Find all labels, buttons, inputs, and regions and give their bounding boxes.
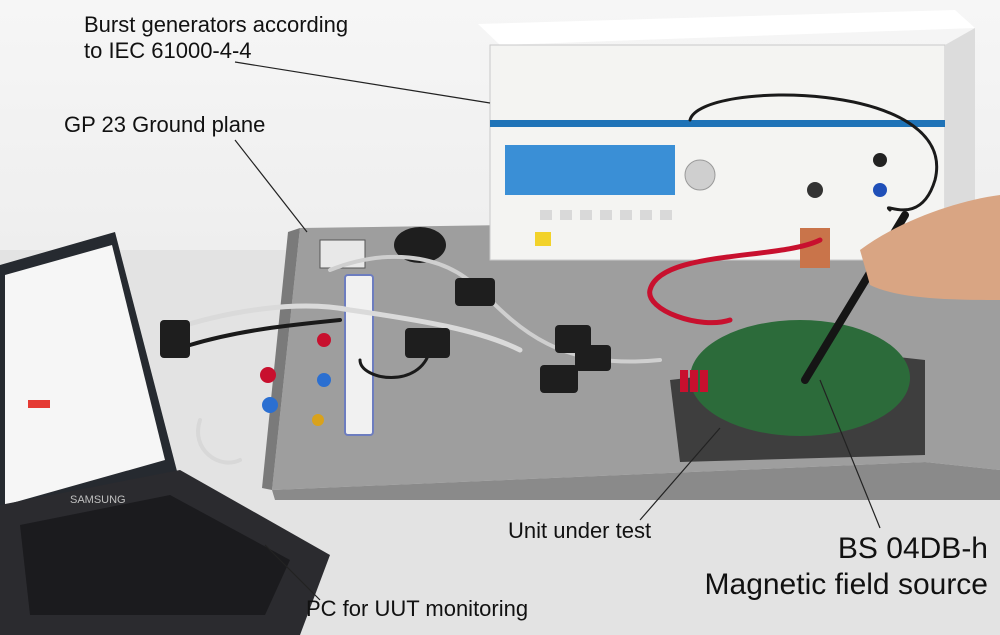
laptop-brand: SAMSUNG xyxy=(70,494,126,506)
field-source-line1: BS 04DB-h xyxy=(837,532,988,565)
burst-generator-caption: Burst generators according to IEC 61000-… xyxy=(84,12,348,65)
burst-caption-line1: Burst generators according xyxy=(84,12,349,37)
pc-caption: PC for UUT monitoring xyxy=(306,596,529,621)
pcb-unit-under-test xyxy=(690,320,910,436)
leader-lines xyxy=(234,61,881,601)
laptop: SAMSUNG xyxy=(0,232,330,635)
ferrite-clamps xyxy=(160,278,611,393)
field-source-caption: BS 04DB-h Magnetic field source xyxy=(705,531,988,603)
ground-plane-caption: GP 23 Ground plane xyxy=(64,112,266,137)
rotary-knob xyxy=(684,159,716,191)
eft-500-generator xyxy=(478,10,975,268)
lcd-display xyxy=(505,145,675,195)
pcb-terminals xyxy=(680,370,708,392)
burst-caption-line2: to IEC 61000-4-4 xyxy=(84,38,252,64)
connector-strip xyxy=(260,239,374,436)
ferrite-core xyxy=(394,227,446,263)
field-source-line2: Magnetic field source xyxy=(704,568,988,601)
test-on-button xyxy=(535,232,551,246)
hand xyxy=(860,195,1000,300)
uut-caption: Unit under test xyxy=(508,518,652,543)
